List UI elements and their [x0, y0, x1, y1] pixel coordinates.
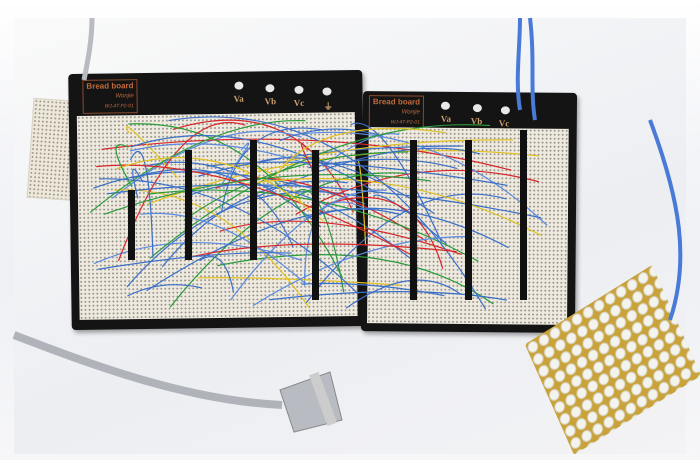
ic-chips	[128, 130, 527, 300]
jumper-wire	[115, 144, 133, 188]
jumper-wire	[89, 119, 306, 214]
jumper-wire	[190, 183, 413, 261]
jumper-wire	[128, 123, 343, 279]
ic-chip	[128, 190, 135, 260]
jumper-wire	[279, 128, 384, 142]
ic-chip	[520, 130, 527, 300]
jumper-wire	[251, 147, 481, 200]
jumper-wire	[161, 180, 348, 268]
jumper-wire	[146, 208, 402, 292]
jumper-wire	[130, 134, 378, 194]
serial-cable	[12, 331, 283, 409]
jumper-wire	[127, 284, 203, 297]
jumper-wire	[246, 177, 543, 237]
jumper-wire	[99, 178, 359, 295]
ic-chip	[410, 140, 417, 300]
network-cable	[81, 17, 95, 81]
jumper-wire	[114, 189, 310, 309]
ic-chip	[250, 140, 257, 260]
jumper-wire	[96, 164, 411, 255]
jumper-wire	[149, 124, 491, 259]
jumper-wire	[198, 276, 401, 286]
jumper-wire	[199, 256, 235, 293]
ic-chip	[312, 150, 319, 300]
jumper-wire	[308, 158, 458, 170]
jumper-wire	[168, 116, 487, 310]
jumper-wire	[276, 127, 446, 175]
jumper-wire	[125, 126, 179, 179]
jumper-wire	[97, 252, 292, 270]
jumper-wire	[252, 236, 473, 307]
jumper-wire	[301, 282, 445, 297]
jumper-wire	[269, 290, 507, 301]
jumper-wire	[101, 138, 512, 171]
jumper-wire	[169, 172, 406, 308]
ribbon-wires	[515, 17, 683, 321]
jumper-wire	[219, 142, 250, 188]
jumper-wire	[219, 220, 462, 256]
jumper-wires	[89, 116, 548, 310]
jumper-wire	[140, 212, 307, 285]
jumper-wire	[216, 254, 494, 305]
jumper-wire	[183, 151, 409, 221]
jumper-wire	[306, 207, 509, 249]
jumper-wire	[131, 168, 294, 248]
jumper-wire	[206, 161, 508, 187]
jumper-wire	[116, 157, 324, 222]
jumper-wire	[103, 173, 431, 215]
ic-chip	[185, 150, 192, 260]
jumper-wire	[296, 131, 548, 226]
jumper-wire	[106, 184, 542, 219]
ic-chip	[465, 140, 472, 300]
connector-pins	[309, 371, 337, 427]
jumper-wire	[345, 279, 461, 309]
jumper-wire	[357, 160, 367, 246]
jumper-wire	[132, 168, 144, 199]
jumper-wire	[325, 196, 444, 269]
